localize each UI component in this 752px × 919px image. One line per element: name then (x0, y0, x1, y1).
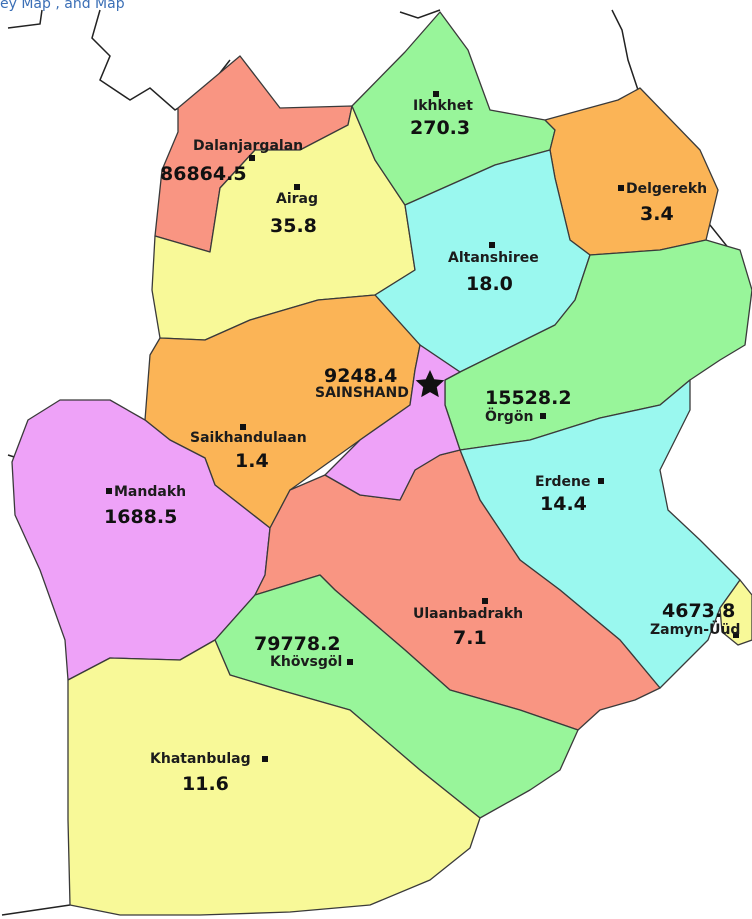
region-name: Saikhandulaan (190, 430, 307, 446)
city-marker-icon (489, 242, 495, 248)
region-name: Ulaanbadrakh (413, 606, 523, 622)
region-name: Altanshiree (448, 250, 539, 266)
region-name: Ikhkhet (413, 98, 473, 114)
city-marker-icon (262, 756, 268, 762)
label-group-zamyn-uud: Zamyn-Üüd 4673.8 (650, 600, 740, 638)
label-group-saikhandulaan: Saikhandulaan 1.4 (190, 424, 307, 472)
region-value: 35.8 (270, 215, 317, 237)
city-marker-icon (540, 413, 546, 419)
capital-value: 9248.4 (324, 365, 397, 387)
city-marker-icon (598, 478, 604, 484)
label-group-erdene: Erdene 14.4 (535, 474, 604, 515)
city-marker-icon (433, 91, 439, 97)
label-group-ulaanbadrakh: Ulaanbadrakh 7.1 (413, 598, 523, 649)
region-value: 1688.5 (104, 506, 177, 528)
region-value: 1.4 (235, 450, 269, 472)
region-name: Delgerekh (626, 181, 707, 197)
region-value: 4673.8 (662, 600, 735, 622)
region-value: 18.0 (466, 273, 513, 295)
city-marker-icon (294, 184, 300, 190)
city-marker-icon (618, 185, 624, 191)
capital-name: SAINSHAND (315, 385, 409, 401)
region-value: 14.4 (540, 493, 587, 515)
city-marker-icon (240, 424, 246, 430)
region-name: Mandakh (114, 484, 186, 500)
region-name: Dalanjargalan (193, 138, 303, 154)
city-marker-icon (249, 155, 255, 161)
label-group-dalanjargalan: Dalanjargalan 86864.5 (160, 138, 303, 185)
region-value: 15528.2 (485, 387, 572, 409)
region-delgerekh[interactable] (544, 87, 719, 256)
region-value: 79778.2 (254, 633, 341, 655)
region-zamyn-uud[interactable] (719, 579, 752, 646)
region-khatanbulag[interactable] (67, 639, 481, 916)
label-group-khovsgol: Khövsgöl 79778.2 (254, 633, 353, 670)
region-value: 11.6 (182, 773, 229, 795)
label-group-mandakh: Mandakh 1688.5 (104, 484, 186, 528)
city-marker-icon (106, 488, 112, 494)
label-group-khatanbulag: Khatanbulag 11.6 (150, 751, 268, 795)
region-name: Erdene (535, 474, 590, 490)
region-value: 3.4 (640, 203, 674, 225)
capital-group: 9248.4 SAINSHAND (315, 365, 445, 401)
region-value: 7.1 (453, 627, 487, 649)
label-group-ikhkhet: Ikhkhet 270.3 (410, 91, 473, 139)
header-text-fragment: ey Map , and Map (0, 0, 125, 12)
region-name: Airag (276, 191, 318, 207)
label-group-orgon: Örgön 15528.2 (485, 387, 572, 425)
city-marker-icon (733, 632, 739, 638)
region-name: Khatanbulag (150, 751, 251, 767)
capital-star-icon (415, 370, 445, 398)
label-group-delgerekh: Delgerekh 3.4 (618, 181, 707, 225)
label-group-altanshiree: Altanshiree 18.0 (448, 242, 539, 295)
region-value: 270.3 (410, 117, 470, 139)
region-value: 86864.5 (160, 163, 247, 185)
region-name: Örgön (485, 407, 533, 425)
region-name: Khövsgöl (270, 654, 342, 670)
region-name: Zamyn-Üüd (650, 620, 740, 638)
city-marker-icon (347, 659, 353, 665)
city-marker-icon (482, 598, 488, 604)
label-group-airag: Airag 35.8 (270, 184, 318, 237)
